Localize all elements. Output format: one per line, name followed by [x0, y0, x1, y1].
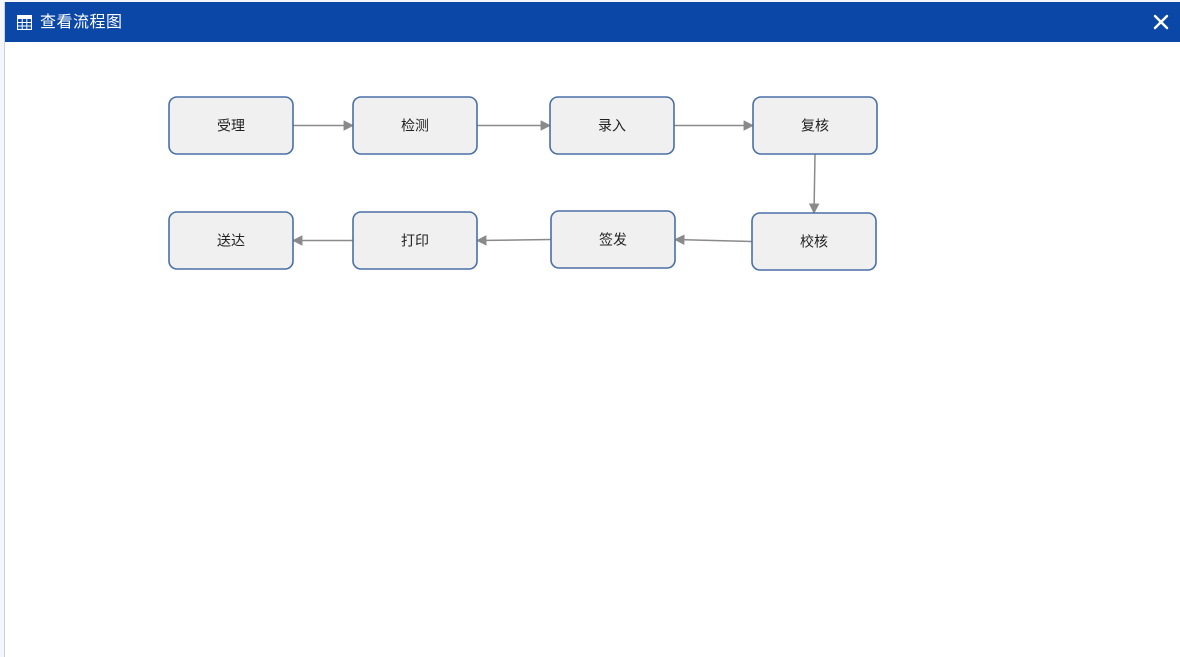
- flow-arrow-n6-n7: [475, 235, 552, 246]
- flow-node-box: [352, 211, 478, 270]
- flow-node[interactable]: 受理: [168, 96, 294, 155]
- close-icon[interactable]: [1151, 12, 1171, 32]
- flow-node-box: [168, 211, 294, 270]
- flow-node[interactable]: 检测: [352, 96, 478, 155]
- flow-node-box: [752, 96, 878, 155]
- flow-arrow-n5-n6: [673, 234, 753, 245]
- flowchart-canvas: 受理 检测 录入 复核校核 签发 打印 送达: [5, 42, 1180, 657]
- flow-node[interactable]: 复核: [752, 96, 878, 155]
- flow-node[interactable]: 校核: [751, 212, 877, 271]
- flow-node-box: [751, 212, 877, 271]
- flow-node-label: 校核: [800, 234, 828, 251]
- flow-node[interactable]: 打印: [352, 211, 478, 270]
- flow-node-label: 打印: [401, 233, 429, 250]
- flow-node-label: 检测: [401, 119, 429, 135]
- flow-node-box: [549, 96, 675, 155]
- flow-node-box: [168, 96, 294, 155]
- flow-node-label: 复核: [801, 118, 829, 135]
- flow-node[interactable]: 签发: [550, 210, 676, 269]
- flowchart-dialog: 查看流程图 受理 检测 录入 复核校核 签发 打印 送达: [4, 2, 1180, 657]
- flow-node-label: 录入: [598, 119, 626, 135]
- flow-node-label: 送达: [217, 234, 245, 250]
- flow-node-box: [550, 210, 676, 269]
- flow-arrow-n4-n5: [808, 153, 820, 215]
- flow-node-box: [352, 96, 478, 155]
- dialog-titlebar[interactable]: 查看流程图: [5, 2, 1180, 42]
- grid-icon: [17, 15, 32, 30]
- flow-node[interactable]: 录入: [549, 96, 675, 155]
- flow-node-label: 受理: [217, 119, 245, 135]
- flow-node[interactable]: 送达: [168, 211, 294, 270]
- dialog-title: 查看流程图: [40, 12, 123, 31]
- flow-node-label: 签发: [599, 232, 627, 249]
